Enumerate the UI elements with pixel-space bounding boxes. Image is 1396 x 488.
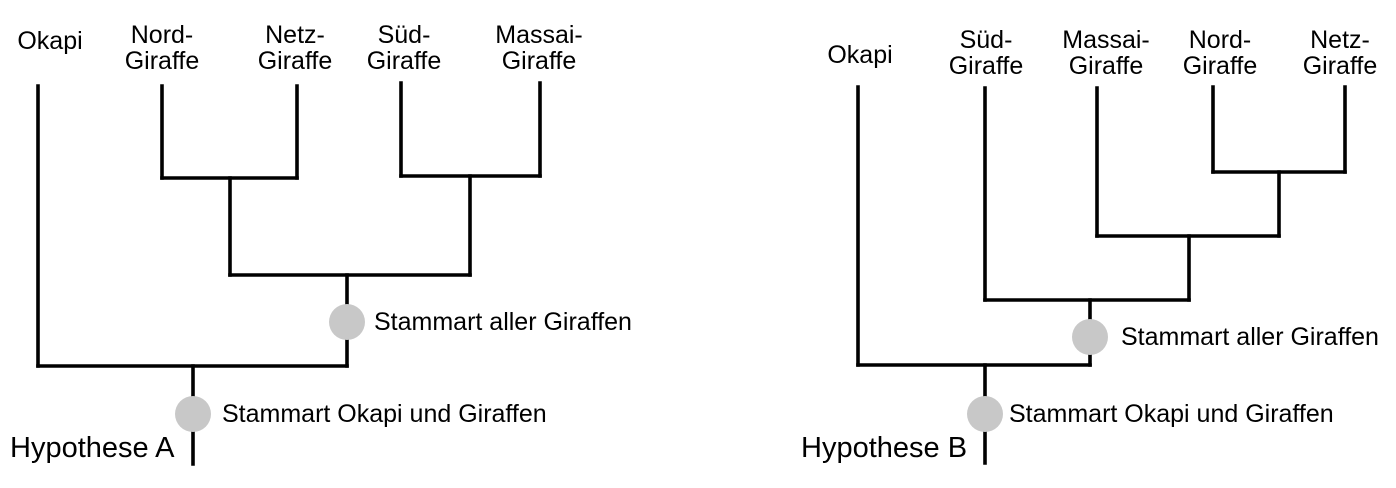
tip-label-line: Massai- [495, 21, 583, 49]
tip-label: Massai-Giraffe [1062, 27, 1150, 79]
tip-label-line: Nord- [130, 21, 194, 49]
tip-label: Netz-Giraffe [258, 22, 333, 74]
ancestor-node-circle [175, 396, 211, 432]
tip-label-line: Okapi [17, 27, 83, 55]
tip-label-line: Nord- [1188, 26, 1252, 54]
tip-label-line: Süd- [959, 26, 1013, 54]
tip-label-line: Süd- [377, 21, 431, 49]
tip-label: Nord-Giraffe [125, 22, 200, 74]
tip-label-line: Okapi [827, 41, 893, 69]
ancestor-node-circle [329, 304, 365, 340]
tree-hypothesis-a [36, 81, 542, 466]
hypothesis-b-title: Hypothese B [801, 432, 968, 464]
tip-label-line: Netz- [1310, 26, 1370, 54]
tip-label-line: Giraffe [1068, 52, 1144, 80]
node-annotation: Stammart Okapi und Giraffen [222, 400, 547, 428]
node-annotation: Stammart Okapi und Giraffen [1009, 400, 1334, 428]
tip-label-line: Giraffe [948, 52, 1024, 80]
ancestor-node-circle [967, 396, 1003, 432]
node-annotation: Stammart aller Giraffen [374, 308, 632, 336]
tip-label-line: Giraffe [366, 47, 442, 75]
tip-label: Okapi [827, 42, 892, 68]
ancestor-node-circle [1072, 319, 1108, 355]
tip-label-line: Netz- [265, 21, 325, 49]
node-annotation: Stammart aller Giraffen [1121, 323, 1379, 351]
tip-label-line: Massai- [1062, 26, 1150, 54]
tip-label-line: Giraffe [501, 47, 577, 75]
tip-label: Okapi [17, 28, 82, 54]
hypothesis-a-title: Hypothese A [10, 432, 175, 464]
tip-label: Massai-Giraffe [495, 22, 583, 74]
tip-label: Süd-Giraffe [949, 27, 1024, 79]
tree-hypothesis-b [856, 85, 1347, 465]
tip-label-line: Giraffe [1182, 52, 1258, 80]
tip-label: Netz-Giraffe [1303, 27, 1378, 79]
tip-label-line: Giraffe [124, 47, 200, 75]
tip-label: Nord-Giraffe [1183, 27, 1258, 79]
tip-label: Süd-Giraffe [367, 22, 442, 74]
tip-label-line: Giraffe [257, 47, 333, 75]
tip-label-line: Giraffe [1302, 52, 1378, 80]
